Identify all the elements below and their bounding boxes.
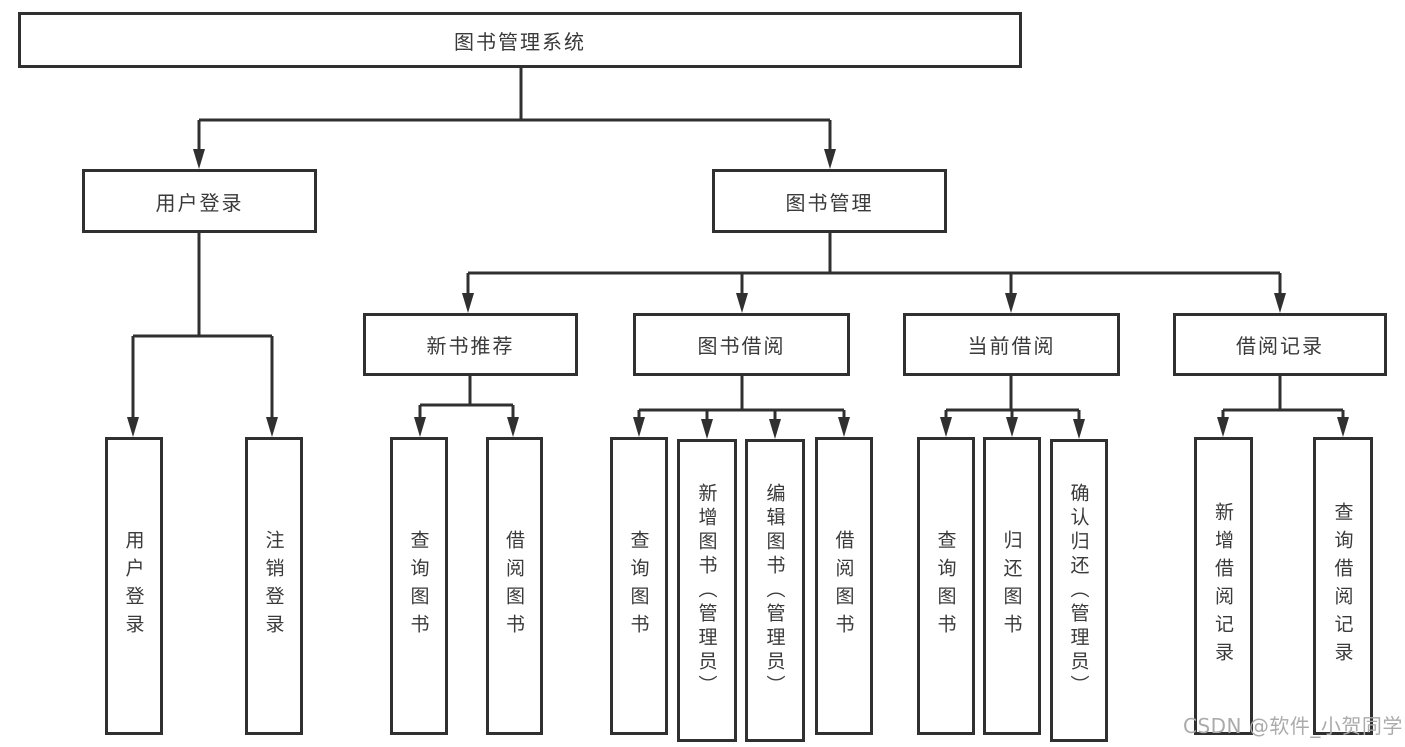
node-library-management-system: 图书管理系统 bbox=[18, 12, 1022, 68]
node-new-book-recommend: 新书推荐 bbox=[363, 313, 578, 376]
node-book-management: 图书管理 bbox=[712, 169, 947, 233]
node-user-login: 用户登录 bbox=[82, 169, 317, 233]
leaf-confirm-return-admin: 确认归还（管理员） bbox=[1050, 439, 1108, 742]
leaf-query-books-current: 查询图书 bbox=[917, 437, 975, 735]
leaf-add-books-admin: 新增图书（管理员） bbox=[677, 439, 737, 742]
csdn-watermark: CSDN @软件_小贺同学 bbox=[1183, 714, 1403, 738]
node-book-borrow: 图书借阅 bbox=[633, 313, 850, 376]
node-current-borrow: 当前借阅 bbox=[903, 313, 1120, 376]
leaf-return-books: 归还图书 bbox=[983, 437, 1041, 735]
leaf-borrow-books-recommend: 借阅图书 bbox=[486, 437, 543, 735]
leaf-query-books-borrow: 查询图书 bbox=[610, 437, 668, 735]
leaf-query-books-recommend: 查询图书 bbox=[390, 437, 448, 735]
leaf-user-login: 用户登录 bbox=[105, 437, 163, 735]
leaf-logout: 注销登录 bbox=[245, 437, 303, 735]
leaf-add-borrow-record: 新增借阅记录 bbox=[1194, 437, 1253, 735]
leaf-query-borrow-record: 查询借阅记录 bbox=[1313, 437, 1373, 735]
leaf-borrow-books: 借阅图书 bbox=[815, 437, 873, 735]
node-borrow-records: 借阅记录 bbox=[1173, 313, 1387, 376]
leaf-edit-books-admin: 编辑图书（管理员） bbox=[745, 439, 805, 742]
